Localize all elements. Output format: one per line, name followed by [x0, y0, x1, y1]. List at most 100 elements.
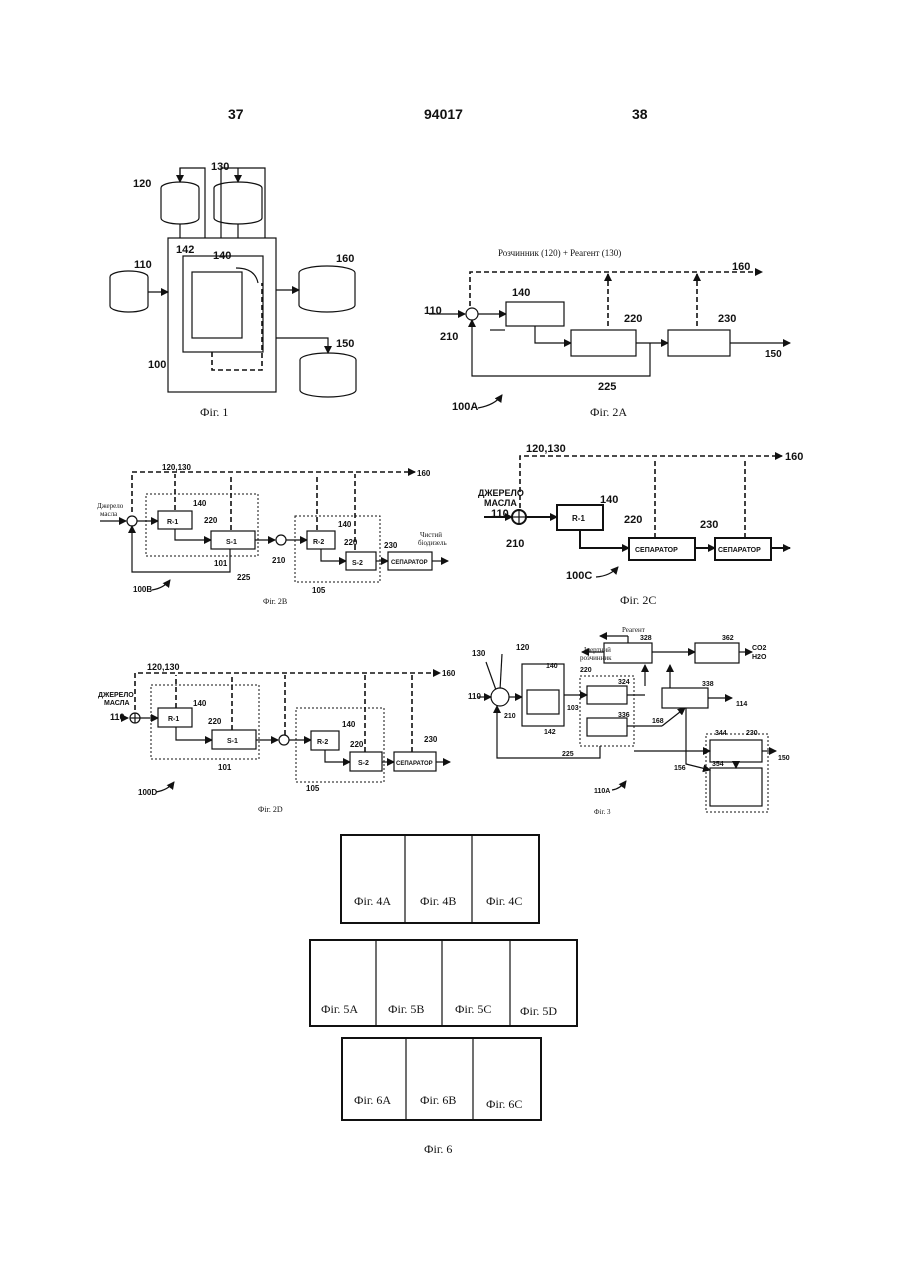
fig3-label-344: 344 [715, 730, 727, 737]
fig2d-label-220b: 220 [350, 740, 364, 749]
figure-2a: Розчинник (120) + Реагент (130) 110 210 … [424, 248, 790, 419]
figure-6-layout: Фіг. 6А Фіг. 6В Фіг. 6С Фіг. 6 [342, 1038, 541, 1156]
fig3-label-120: 120 [516, 643, 530, 652]
fig2d-label-105: 105 [306, 784, 320, 793]
fig2a-caption: Фіг. 2А [590, 405, 627, 419]
fig3-label-324: 324 [618, 679, 630, 686]
fig1-tank-110 [110, 271, 168, 312]
fig2d-label-220a: 220 [208, 717, 222, 726]
fig2d-r2-label: R-2 [317, 739, 328, 746]
fig6a-cell: Фіг. 6А [354, 1093, 391, 1107]
fig2d-label-140a: 140 [193, 699, 207, 708]
fig3-label-142: 142 [544, 729, 556, 736]
fig2d-label-140b: 140 [342, 720, 356, 729]
figure-4-layout: Фіг. 4А Фіг. 4В Фіг. 4С [341, 835, 539, 923]
fig2c-source-line1: ДЖЕРЕЛО [478, 488, 524, 498]
fig5b-cell: Фіг. 5В [388, 1002, 424, 1016]
fig4b-cell: Фіг. 4В [420, 894, 456, 908]
fig1-label-130: 130 [211, 161, 229, 173]
fig2b-label-100b: 100B [133, 585, 152, 594]
fig2c-label-140: 140 [600, 494, 618, 506]
fig2b-r2-label: R-2 [313, 539, 324, 546]
fig2d-s2-label: S-2 [358, 760, 369, 767]
fig3-label-150: 150 [778, 755, 790, 762]
fig4c-cell: Фіг. 4С [486, 894, 522, 908]
fig2c-label-210: 210 [506, 538, 524, 550]
fig2a-label-220: 220 [624, 313, 642, 325]
fig6b-cell: Фіг. 6В [420, 1093, 456, 1107]
fig2b-label-210: 210 [272, 556, 286, 565]
fig3-label-114: 114 [736, 701, 747, 708]
fig3-label-362: 362 [722, 635, 734, 642]
fig3-block-324 [587, 686, 627, 704]
fig3-label-156: 156 [674, 765, 686, 772]
fig2a-label-100a: 100A [452, 401, 478, 413]
figure-2d: ДЖЕРЕЛО МАСЛА R-1 S-1 R-2 S-2 СЕПАРАТОР … [98, 662, 456, 814]
fig3-label-336: 336 [618, 712, 630, 719]
fig2a-block-220 [571, 330, 636, 356]
fig2d-caption: Фіг. 2D [258, 805, 283, 814]
fig6-caption: Фіг. 6 [424, 1142, 452, 1156]
fig2a-label-160: 160 [732, 261, 750, 273]
fig2b-s2-label: S-2 [352, 560, 363, 567]
fig2d-source-line1: ДЖЕРЕЛО [98, 692, 134, 699]
fig3-label-220: 220 [580, 667, 592, 674]
fig2c-source-line2: МАСЛА [484, 498, 517, 508]
fig2b-label-140b: 140 [338, 520, 352, 529]
fig3-label-354: 354 [712, 761, 724, 768]
fig2a-label-230: 230 [718, 313, 736, 325]
fig2d-r1-label: R-1 [168, 716, 179, 723]
fig1-tank-120 [161, 182, 199, 224]
fig2c-label-220: 220 [624, 514, 642, 526]
fig3-label-225: 225 [562, 751, 574, 758]
fig2d-label-160: 160 [442, 669, 456, 678]
fig2d-label-100d: 100D [138, 788, 157, 797]
fig2d-label-230: 230 [424, 735, 438, 744]
fig2b-sep-label: СЕПАРАТОР [391, 560, 428, 566]
fig3-block-338 [662, 688, 708, 708]
fig2c-label-230: 230 [700, 519, 718, 531]
fig3-inert-line2: розчинник [580, 654, 612, 662]
fig2d-sep-label: СЕПАРАТОР [396, 761, 433, 767]
fig3-block-354 [710, 768, 762, 806]
fig2b-source-line2: масла [100, 510, 118, 518]
fig2c-sep1-label: СЕПАРАТОР [635, 547, 678, 554]
fig3-block-336 [587, 718, 627, 736]
fig2a-label-110: 110 [424, 305, 442, 317]
fig3-label-210: 210 [504, 713, 516, 720]
fig2b-output-line1: Чистий [420, 531, 442, 539]
fig2c-label-100c: 100C [566, 570, 592, 582]
figure-3: Реагент Інертний розчинник CO2 H2O 130 1… [468, 626, 790, 816]
fig4a-cell: Фіг. 4А [354, 894, 391, 908]
fig2a-block-140 [506, 302, 564, 326]
fig2a-label-225: 225 [598, 381, 616, 393]
fig2a-label-210: 210 [440, 331, 458, 343]
fig3-inert-line1: Інертний [584, 646, 611, 654]
fig3-h2o: H2O [752, 654, 767, 661]
figure-2c: ДЖЕРЕЛО МАСЛА R-1 СЕПАРАТОР СЕПАРАТОР 12… [478, 443, 803, 607]
fig3-block-344 [710, 740, 762, 762]
fig3-label-328: 328 [640, 635, 652, 642]
fig2b-caption: Фіг. 2В [263, 597, 287, 606]
fig2c-caption: Фіг. 2С [620, 593, 656, 607]
fig1-label-150: 150 [336, 338, 354, 350]
fig2b-s1-label: S-1 [226, 539, 237, 546]
fig1-label-110: 110 [134, 259, 152, 271]
fig2a-label-140: 140 [512, 287, 530, 299]
fig2b-label-230: 230 [384, 541, 398, 550]
fig3-label-140: 140 [546, 663, 558, 670]
fig1-tank-160 [276, 266, 355, 312]
fig2a-label-150: 150 [765, 349, 782, 360]
fig5d-cell: Фіг. 5D [520, 1004, 557, 1018]
fig2d-s1-label: S-1 [227, 738, 238, 745]
fig2b-output-line2: біодизель [418, 539, 447, 547]
fig2b-r1-label: R-1 [167, 519, 178, 526]
fig2c-label-110: 110 [491, 508, 509, 520]
fig2a-top-label: Розчинник (120) + Реагент (130) [498, 248, 621, 258]
fig3-label-110: 110 [468, 692, 481, 701]
fig2c-r1-label: R-1 [572, 514, 585, 523]
fig2b-label-120-130: 120,130 [162, 463, 191, 472]
fig5a-cell: Фіг. 5А [321, 1002, 358, 1016]
fig2b-label-140a: 140 [193, 499, 207, 508]
